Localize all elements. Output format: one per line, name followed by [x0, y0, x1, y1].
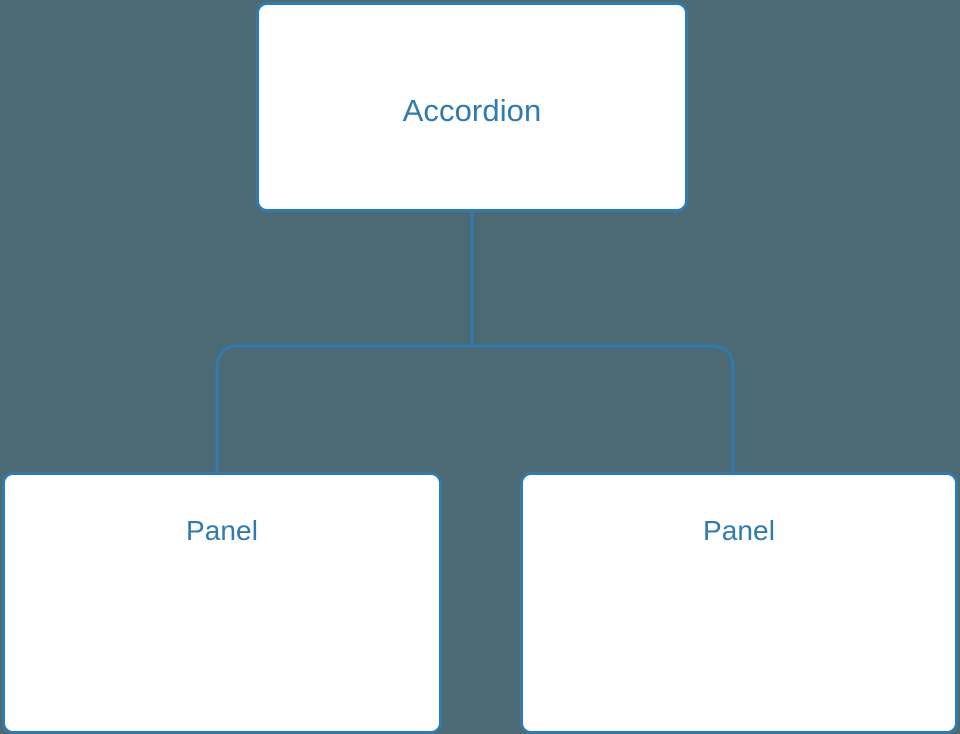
node-title-panel-active: Panel — [185, 515, 259, 546]
node-card-panel-active[interactable]: Panel isActive true — [2, 472, 442, 734]
connector-branch-right — [472, 344, 735, 474]
node-card-accordion[interactable]: Accordion — [256, 2, 688, 212]
node-title-panel-inactive: Panel — [702, 515, 776, 546]
connector-branch-left — [215, 344, 472, 474]
node-card-panel-inactive[interactable]: Panel isActive false — [520, 472, 958, 734]
node-title-accordion: Accordion — [402, 93, 542, 128]
